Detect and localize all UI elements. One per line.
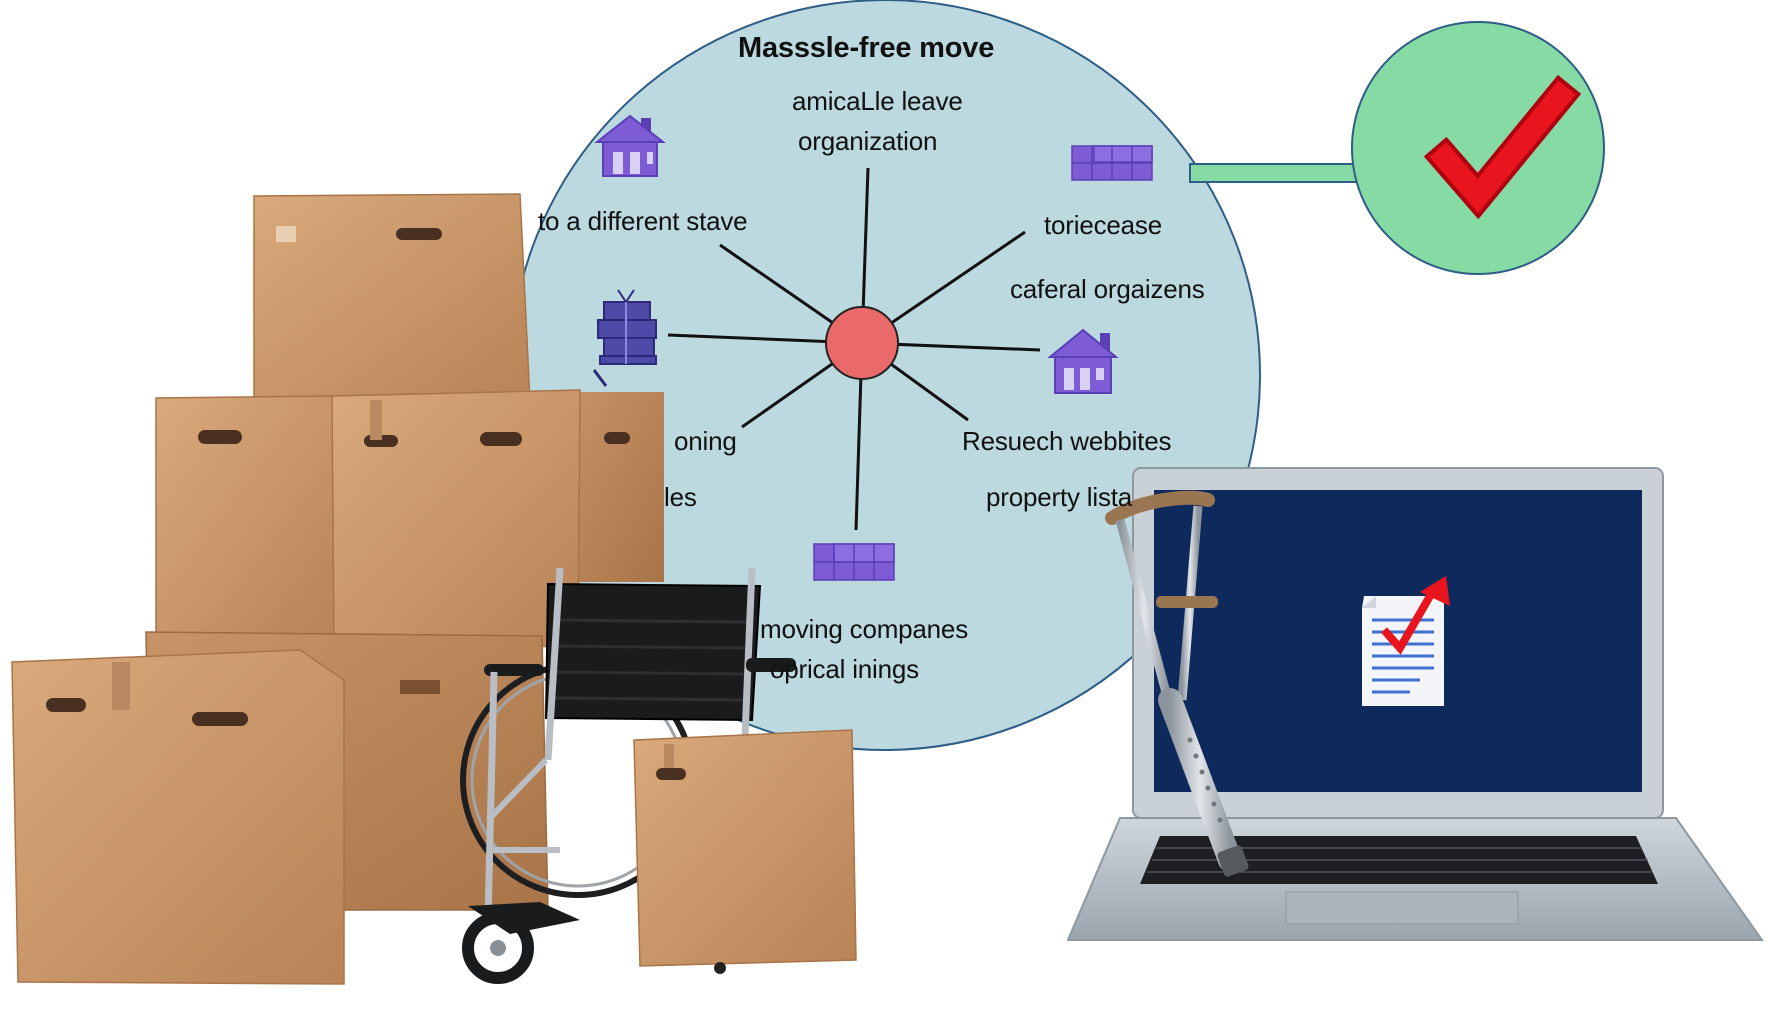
document-check-icon bbox=[1362, 576, 1450, 706]
cardboard-boxes bbox=[11, 193, 664, 985]
label-organization: organization bbox=[798, 126, 938, 156]
label-les: les bbox=[664, 482, 697, 512]
label-caferal: caferal orgaizens bbox=[1010, 274, 1205, 304]
gift-stack-icon bbox=[592, 289, 657, 387]
wheelchair bbox=[460, 567, 796, 984]
grid-icon bbox=[1071, 145, 1153, 181]
grid-icon-2 bbox=[813, 543, 895, 581]
label-oprical: oprical inings bbox=[770, 654, 919, 684]
diagram-title: Masssle-free move bbox=[738, 32, 995, 64]
house-icon bbox=[594, 114, 666, 177]
check-connector bbox=[1189, 163, 1373, 183]
label-resuech: Resuech webbites bbox=[962, 426, 1172, 456]
crutch bbox=[1105, 490, 1249, 877]
label-amicalle: amicaLle leave bbox=[792, 86, 963, 116]
hub-node bbox=[825, 306, 899, 380]
label-oning: oning bbox=[674, 426, 737, 456]
label-toriecease: toriecease bbox=[1044, 210, 1162, 240]
cardboard-box-front bbox=[633, 729, 857, 974]
label-moving: moving companes bbox=[760, 614, 968, 644]
label-property: property lista bbox=[986, 482, 1133, 512]
label-different-stave: to a different stave bbox=[538, 206, 748, 236]
house-icon-2 bbox=[1047, 328, 1119, 394]
check-icon bbox=[1351, 21, 1605, 275]
